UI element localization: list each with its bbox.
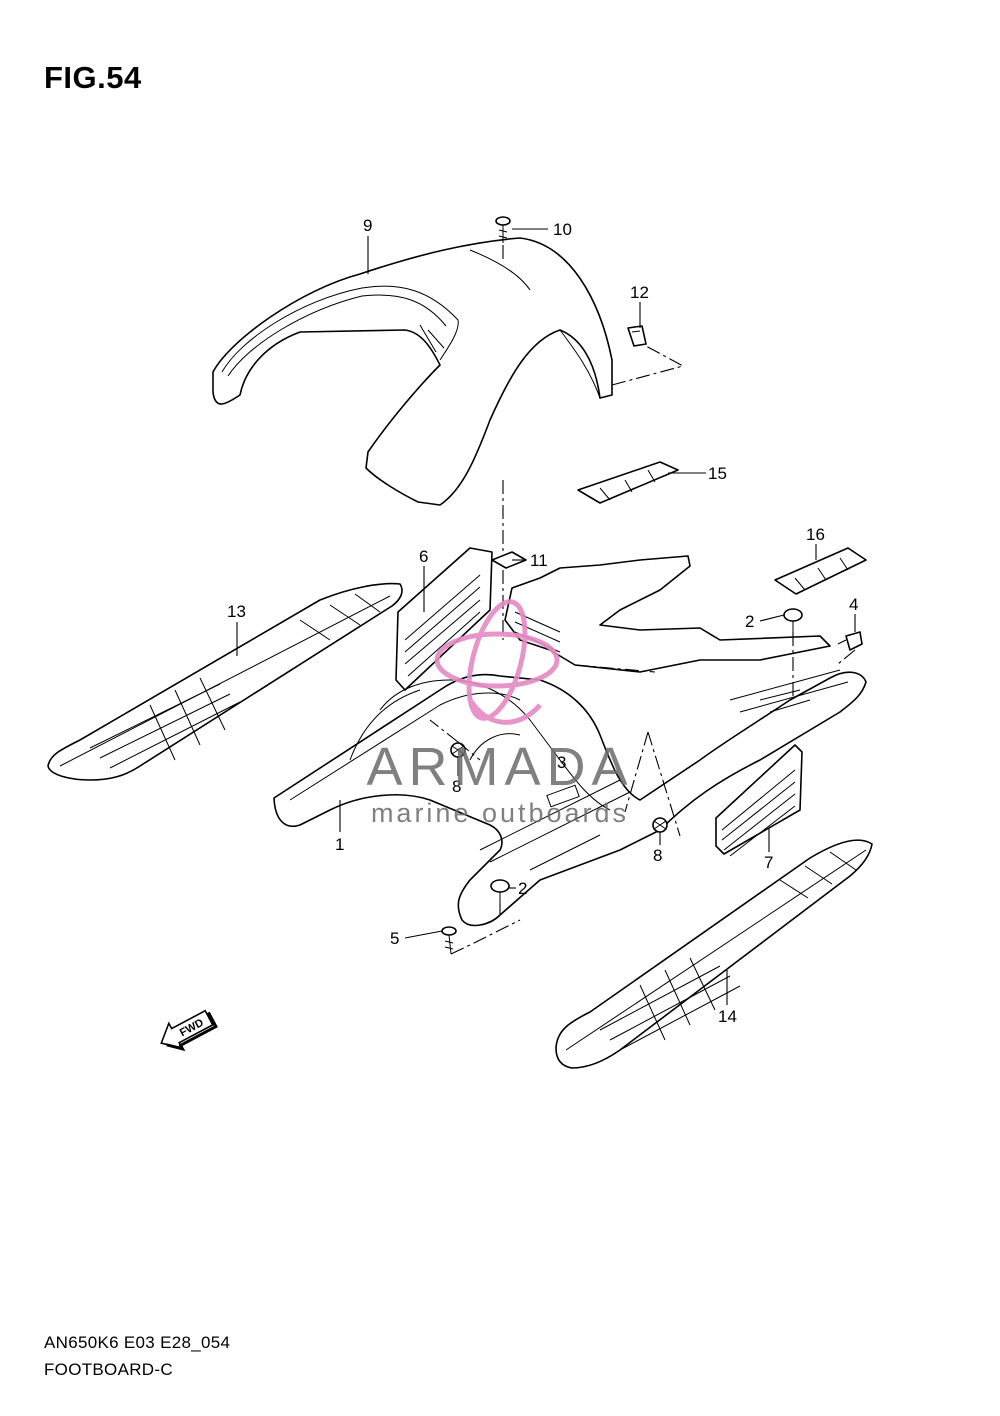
callout-3: 3 [557, 753, 566, 772]
part-2-clip-lower [490, 879, 510, 903]
callout-5: 5 [390, 929, 399, 948]
callout-8-right: 8 [653, 846, 662, 865]
callout-2-upper: 2 [745, 612, 754, 631]
part-4-fastener [837, 631, 863, 651]
leader-lines [236, 228, 856, 1005]
figure-title: FIG.54 [44, 60, 142, 95]
callout-12: 12 [630, 283, 649, 302]
callout-15: 15 [708, 464, 727, 483]
part-10-screw [495, 216, 511, 243]
callout-10: 10 [553, 220, 572, 239]
watermark-logo-icon [434, 599, 560, 725]
callout-8-left: 8 [452, 777, 461, 796]
part-14-footboard-mat [555, 839, 873, 1069]
callout-4: 4 [849, 595, 858, 614]
part-9-rear-fender [212, 237, 613, 506]
callout-2-lower: 2 [518, 879, 527, 898]
callout-16: 16 [806, 525, 825, 544]
watermark-title: ARMADA [366, 737, 633, 797]
part-15-plate [577, 461, 679, 504]
part-8-plug-right [652, 817, 668, 833]
callout-6: 6 [419, 547, 428, 566]
part-1-footboard-frame [273, 669, 867, 927]
part-5-screw [441, 926, 457, 955]
part-12-clip [627, 325, 647, 347]
assembly-lines [429, 245, 856, 955]
part-16-plate [774, 547, 867, 595]
part-2-clip-upper [783, 608, 803, 632]
watermark-subtitle: marine outboards [371, 798, 629, 828]
callout-9: 9 [363, 216, 372, 235]
fwd-arrow-icon: FWD [160, 1009, 218, 1052]
part-7-grille [715, 744, 803, 857]
figure-name: FOOTBOARD-C [44, 1360, 173, 1379]
callout-11: 11 [530, 551, 548, 570]
part-6-grille [395, 547, 493, 691]
figure-code: AN650K6 E03 E28_054 [44, 1333, 231, 1352]
callout-14: 14 [718, 1007, 737, 1026]
callout-7: 7 [764, 853, 773, 872]
part-13-footboard-mat [47, 582, 403, 781]
callout-13: 13 [227, 602, 246, 621]
watermark: ARMADA marine outboards [366, 599, 633, 828]
callout-labels: 9 10 12 15 6 11 16 13 2 4 8 3 1 8 7 2 5 … [227, 216, 858, 1026]
callout-1: 1 [335, 835, 344, 854]
